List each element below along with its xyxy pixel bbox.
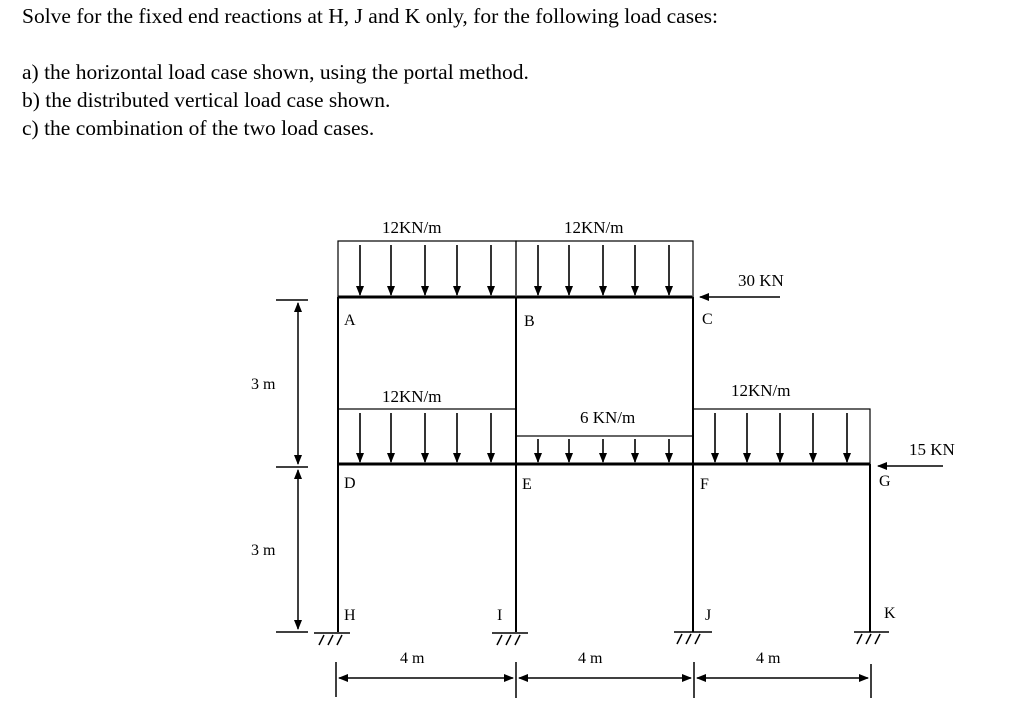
udl-arrows <box>356 245 851 463</box>
problem-intro: Solve for the fixed end reactions at H, … <box>22 4 718 28</box>
fixed-supports <box>314 631 889 646</box>
node-label-F: F <box>700 476 709 493</box>
lower-story-height-label: 3 m <box>251 542 276 559</box>
vertical-dimensions <box>276 299 308 633</box>
node-label-G: G <box>879 473 891 490</box>
node-label-C: C <box>702 311 713 328</box>
problem-statement: Solve for the fixed end reactions at H, … <box>22 2 718 142</box>
roof-right-load-label: 12KN/m <box>564 218 624 237</box>
fixed-support-icon-K <box>854 631 889 645</box>
udl-labels: 12KN/m 12KN/m 12KN/m 6 KN/m 12KN/m <box>382 218 791 427</box>
bay-2-width-label: 4 m <box>578 650 603 667</box>
load-case-a: a) the horizontal load case shown, using… <box>22 60 529 84</box>
udl-box-roof-right <box>515 240 694 298</box>
roof-left-load-label: 12KN/m <box>382 218 442 237</box>
upper-story-height-label: 3 m <box>251 376 276 393</box>
node-label-D: D <box>344 475 356 492</box>
node-label-K: K <box>884 605 896 622</box>
point-load-G-label: 15 KN <box>909 440 955 459</box>
point-loads <box>699 293 943 470</box>
bay-3-width-label: 4 m <box>756 650 781 667</box>
node-label-A: A <box>344 312 356 329</box>
node-label-J: J <box>705 607 711 624</box>
point-load-C-label: 30 KN <box>738 271 784 290</box>
udl-box-floor-left <box>337 408 517 465</box>
floor-middle-load-label: 6 KN/m <box>580 408 635 427</box>
load-case-c: c) the combination of the two load cases… <box>22 116 375 140</box>
fixed-support-icon-H <box>314 632 350 646</box>
floor-left-load-label: 12KN/m <box>382 387 442 406</box>
node-label-E: E <box>522 476 532 493</box>
floor-right-load-label: 12KN/m <box>731 381 791 400</box>
bay-1-width-label: 4 m <box>400 650 425 667</box>
node-label-H: H <box>344 607 356 624</box>
udl-box-floor-middle <box>515 435 694 465</box>
udl-box-roof-left <box>337 240 517 298</box>
node-labels: A B C D E F G H I J K <box>344 311 896 624</box>
node-label-B: B <box>524 313 535 330</box>
node-label-I: I <box>497 607 502 624</box>
horizontal-dimensions <box>335 662 872 698</box>
udl-boxes <box>337 240 871 465</box>
load-case-b: b) the distributed vertical load case sh… <box>22 88 391 112</box>
fixed-support-icon-J <box>674 631 712 645</box>
udl-box-floor-right <box>692 408 871 465</box>
fixed-support-icon-I <box>492 632 528 646</box>
